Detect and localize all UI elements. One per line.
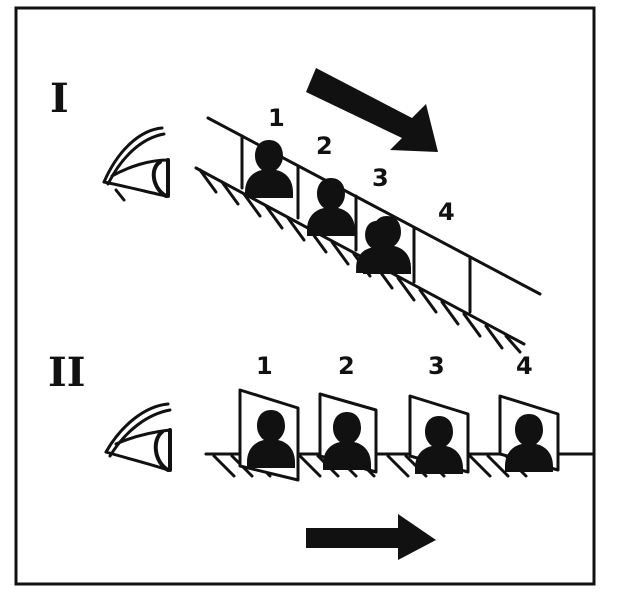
- frame-number-2: 2: [338, 352, 355, 380]
- panel-one: I: [50, 68, 542, 354]
- person-silhouette-1: [245, 140, 293, 198]
- frame-number-3: 3: [428, 352, 445, 380]
- panel-label-two: II: [48, 349, 85, 396]
- right-arrow-icon: [306, 514, 436, 560]
- eye-icon: [104, 402, 172, 472]
- frame-number-4: 4: [438, 198, 455, 226]
- eye-icon: [102, 126, 170, 202]
- panel-label-one: I: [50, 75, 69, 122]
- frame-number-1: 1: [256, 352, 273, 380]
- right-arrow-icon: [306, 68, 438, 152]
- frame-number-3: 3: [372, 164, 389, 192]
- frame-number-2: 2: [316, 132, 333, 160]
- person-silhouette-2: [307, 178, 355, 236]
- frame-number-1: 1: [268, 104, 285, 132]
- panel-two: II: [48, 349, 594, 560]
- outer-border: [14, 6, 596, 586]
- frame-number-4: 4: [516, 352, 533, 380]
